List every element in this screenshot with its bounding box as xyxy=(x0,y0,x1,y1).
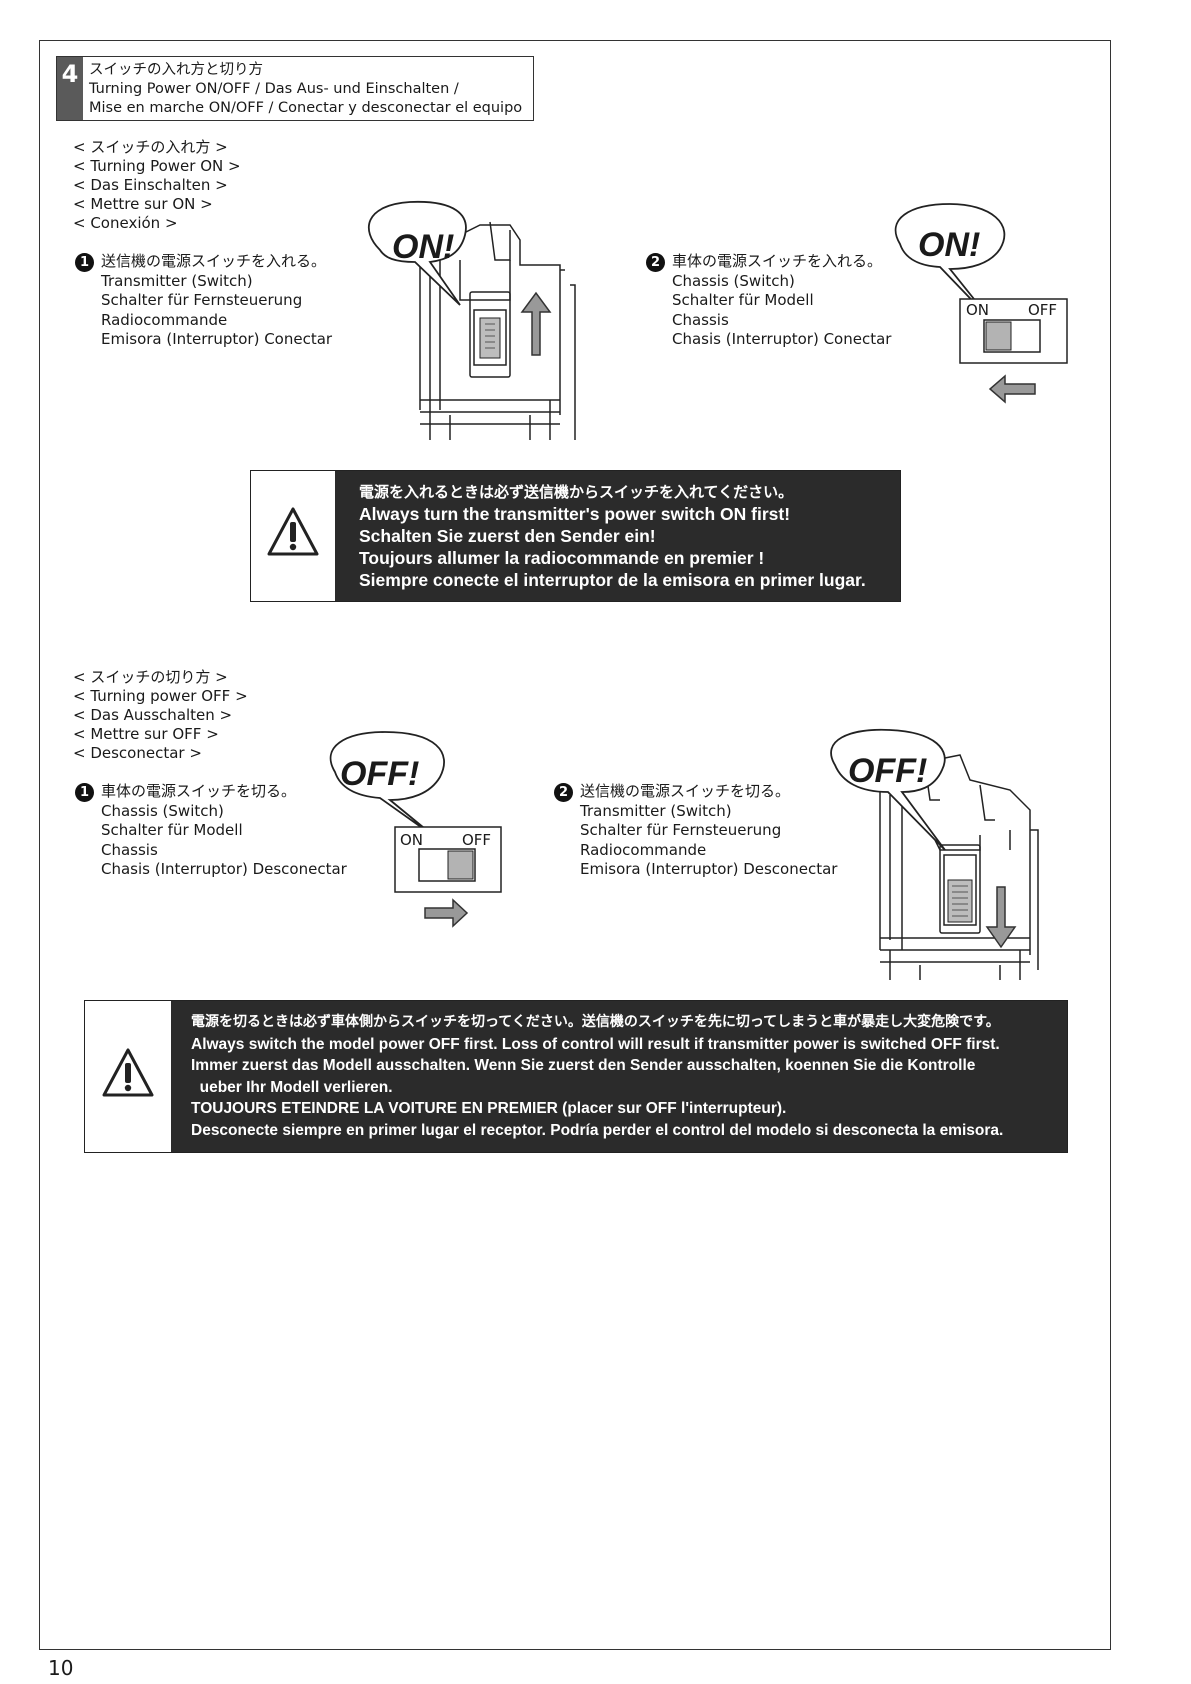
step-line: Chassis (Switch) xyxy=(101,801,224,820)
off-heading: < Desconectar > xyxy=(73,744,202,762)
switch-on-label: ON xyxy=(400,831,424,849)
off-step-2: 2 送信機の電源スイッチを切る。 Transmitter (Switch) Sc… xyxy=(554,782,838,880)
step-line: Transmitter (Switch) xyxy=(101,271,253,290)
section-header: 4 スイッチの入れ方と切り方 Turning Power ON/OFF / Da… xyxy=(56,56,534,121)
bubble-text-on-2: ON! xyxy=(918,226,981,264)
step-badge: 1 xyxy=(75,783,94,802)
on-heading: < Turning Power ON > xyxy=(73,157,241,175)
step-line: Chasis (Interruptor) Desconectar xyxy=(101,860,347,878)
step-line-jp: 送信機の電源スイッチを入れる。 xyxy=(101,252,327,270)
switch-off-label: OFF xyxy=(462,831,492,849)
warning-line: Desconecte siempre en primer lugar el re… xyxy=(191,1121,1004,1139)
chassis-switch-on-illustration xyxy=(894,203,1068,404)
step-line-jp: 車体の電源スイッチを入れる。 xyxy=(672,252,883,270)
step-line: Transmitter (Switch) xyxy=(580,801,732,820)
off-heading: < Mettre sur OFF > xyxy=(73,725,219,743)
off-heading: < スイッチの切り方 > xyxy=(73,668,228,686)
warning-line: ueber Ihr Modell verlieren. xyxy=(191,1078,393,1096)
bubble-text-off-2: OFF! xyxy=(848,752,928,790)
off-step-1: 1 車体の電源スイッチを切る。 Chassis (Switch) Schalte… xyxy=(75,782,347,880)
warning-line: Schalten Sie zuerst den Sender ein! xyxy=(359,526,656,546)
step-badge: 2 xyxy=(646,253,665,272)
speech-bubble xyxy=(368,200,467,306)
warning-text-on: 電源を入れるときは必ず送信機からスイッチを入れてください。 Always tur… xyxy=(335,471,900,601)
switch-knob xyxy=(985,321,1012,351)
warning-line: Always turn the transmitter's power swit… xyxy=(359,504,791,524)
section-title: スイッチの入れ方と切り方 Turning Power ON/OFF / Das … xyxy=(89,61,522,118)
step-line: Chassis xyxy=(672,310,729,329)
transmitter-off-illustration xyxy=(830,728,1039,980)
on-heading: < Das Einschalten > xyxy=(73,176,228,194)
step-line: Radiocommande xyxy=(101,310,228,329)
warning-triangle-icon xyxy=(267,507,319,556)
warning-box-on: 電源を入れるときは必ず送信機からスイッチを入れてください。 Always tur… xyxy=(250,470,901,602)
warning-triangle-icon xyxy=(102,1048,154,1097)
warning-icon-cell xyxy=(251,471,335,601)
on-headings: < スイッチの入れ方 > < Turning Power ON > < Das … xyxy=(73,138,241,233)
warning-line-jp: 電源を切るときは必ず車体側からスイッチを切ってください。送信機のスイッチを先に切… xyxy=(191,1014,1000,1030)
switch-on-label: ON xyxy=(966,301,990,319)
step-line: Emisora (Interruptor) Desconectar xyxy=(580,860,838,878)
on-heading: < スイッチの入れ方 > xyxy=(73,138,228,156)
step-line: Chassis (Switch) xyxy=(672,271,795,290)
warning-line: Toujours allumer la radiocommande en pre… xyxy=(359,548,765,568)
step-line: Schalter für Modell xyxy=(672,291,814,309)
off-headings: < スイッチの切り方 > < Turning power OFF > < Das… xyxy=(73,668,248,763)
step-line: Radiocommande xyxy=(580,840,707,859)
on-step-1: 1 送信機の電源スイッチを入れる。 Transmitter (Switch) S… xyxy=(75,252,333,350)
warning-text-off: 電源を切るときは必ず車体側からスイッチを切ってください。送信機のスイッチを先に切… xyxy=(171,1001,1067,1152)
page-frame xyxy=(39,40,1111,1650)
arrow-down-icon xyxy=(985,886,1017,949)
speech-bubble xyxy=(894,203,1006,320)
warning-icon-cell xyxy=(85,1001,171,1152)
arrow-left-icon xyxy=(988,374,1036,404)
on-step-2: 2 車体の電源スイッチを入れる。 Chassis (Switch) Schalt… xyxy=(646,252,892,350)
off-heading: < Turning power OFF > xyxy=(73,687,248,705)
warning-box-off: 電源を切るときは必ず車体側からスイッチを切ってください。送信機のスイッチを先に切… xyxy=(84,1000,1068,1153)
bubble-text-on: ON! xyxy=(392,228,455,266)
step-line: Schalter für Fernsteuerung xyxy=(580,821,782,839)
section-title-jp: スイッチの入れ方と切り方 xyxy=(89,62,263,78)
bubble-text-off: OFF! xyxy=(340,755,420,793)
step-badge: 1 xyxy=(75,253,94,272)
step-line-jp: 車体の電源スイッチを切る。 xyxy=(101,782,297,800)
on-heading: < Mettre sur ON > xyxy=(73,195,213,213)
speech-bubble xyxy=(329,731,445,838)
section-number: 4 xyxy=(57,57,83,120)
switch-off-label: OFF xyxy=(1028,301,1058,319)
switch-knob xyxy=(447,850,474,880)
warning-line: Always switch the model power OFF first.… xyxy=(191,1035,1000,1053)
warning-line: Siempre conecte el interruptor de la emi… xyxy=(359,570,866,590)
section-title-line3: Mise en marche ON/OFF / Conectar y desco… xyxy=(89,100,523,116)
step-line: Chasis (Interruptor) Conectar xyxy=(672,330,892,348)
warning-line: Immer zuerst das Modell ausschalten. Wen… xyxy=(191,1057,976,1074)
step-line: Emisora (Interruptor) Conectar xyxy=(101,330,333,348)
chassis-switch-off-illustration xyxy=(329,731,502,928)
step-line: Schalter für Modell xyxy=(101,821,243,839)
step-line-jp: 送信機の電源スイッチを切る。 xyxy=(580,782,791,800)
speech-bubble xyxy=(830,728,946,851)
off-heading: < Das Ausschalten > xyxy=(73,706,233,724)
step-line: Chassis xyxy=(101,840,158,859)
transmitter-on-illustration xyxy=(368,200,576,440)
warning-line-jp: 電源を入れるときは必ず送信機からスイッチを入れてください。 xyxy=(359,483,794,501)
arrow-right-icon xyxy=(424,898,469,928)
page-number: 10 xyxy=(48,1656,74,1680)
on-heading: < Conexión > xyxy=(73,214,178,232)
step-badge: 2 xyxy=(554,783,573,802)
step-line: Schalter für Fernsteuerung xyxy=(101,291,303,309)
warning-line: TOUJOURS ETEINDRE LA VOITURE EN PREMIER … xyxy=(191,1100,787,1117)
arrow-up-icon xyxy=(520,291,552,356)
section-title-line2: Turning Power ON/OFF / Das Aus- und Eins… xyxy=(89,81,459,97)
